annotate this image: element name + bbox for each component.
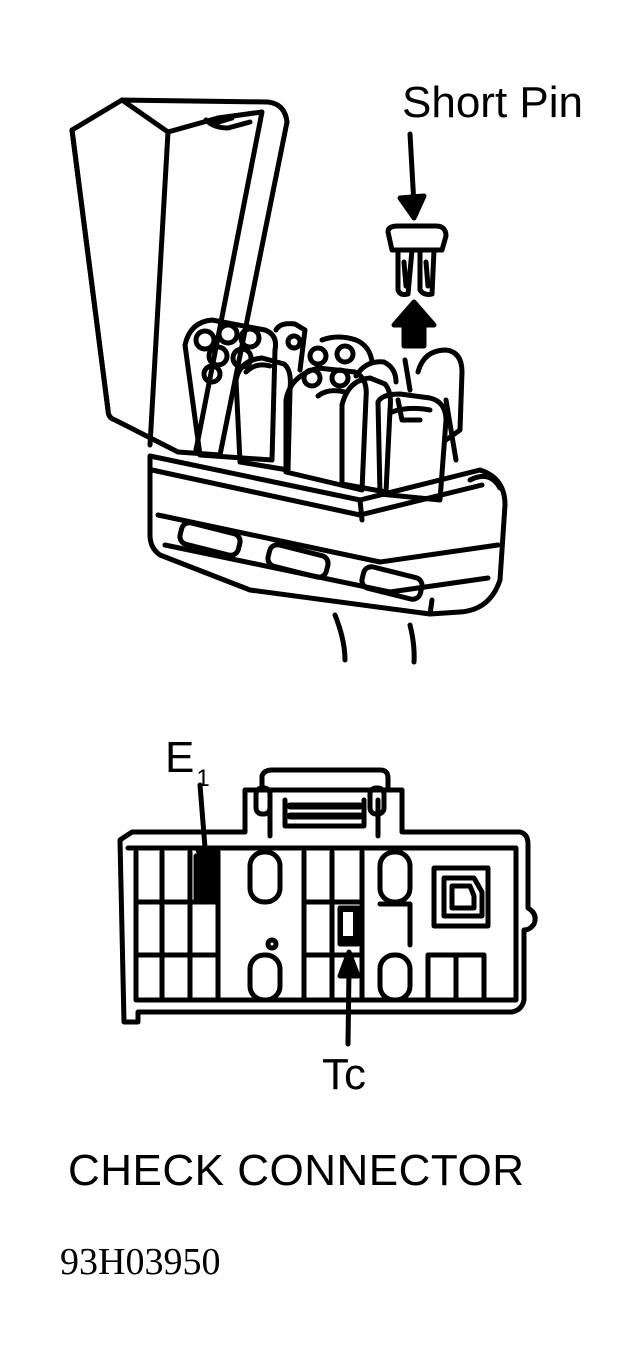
connector-box-illustration [69, 97, 508, 665]
removal-direction-arrow [391, 299, 437, 349]
socket-blocks [182, 317, 465, 503]
open-lid [69, 97, 290, 458]
e1-terminal-label: E1 [165, 733, 210, 793]
tc-terminal-label: Tc [322, 1050, 366, 1099]
e1-letter: E [165, 733, 195, 782]
connector-face-diagram [117, 767, 538, 1025]
short-pin [385, 223, 449, 297]
figure-id: 93H03950 [60, 1241, 221, 1283]
short-pin-label: Short Pin [402, 78, 583, 127]
tc-pointer-arrow [337, 949, 361, 1047]
e1-pointer-arrow [195, 782, 219, 875]
figure-caption: CHECK CONNECTOR [68, 1146, 525, 1195]
short-pin-pointer-arrow [397, 131, 427, 221]
box-body [147, 453, 508, 665]
e1-subscript: 1 [196, 765, 210, 792]
